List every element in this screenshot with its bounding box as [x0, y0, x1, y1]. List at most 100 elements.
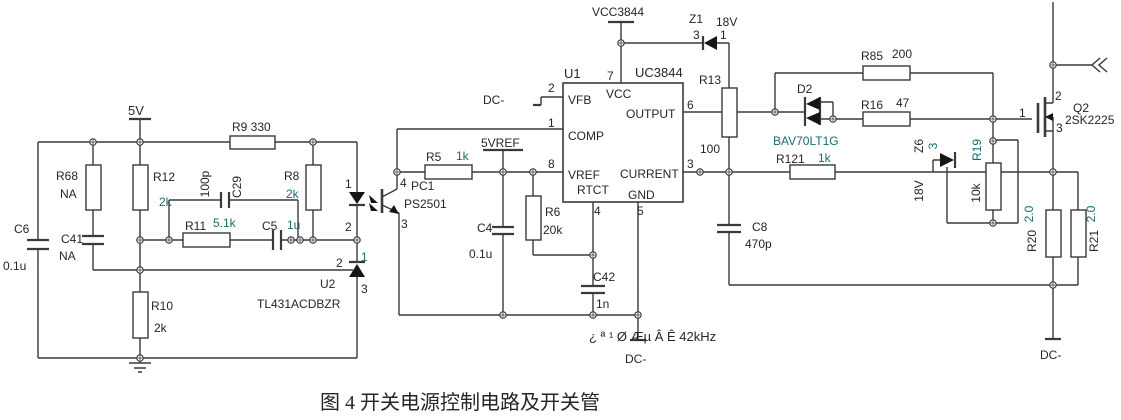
label-c42: C42 — [593, 270, 615, 284]
label-pc1: PC1 — [411, 179, 435, 193]
label-d2v: BAV70LT1G — [773, 134, 839, 148]
label-c41: C41 — [61, 232, 83, 246]
resistor-r20-body — [1045, 209, 1062, 258]
junction-dot — [1049, 281, 1057, 289]
opto-led-icon — [349, 192, 365, 204]
resistor-r68-body — [85, 164, 102, 211]
label-pc1_p3: 3 — [401, 217, 408, 231]
label-pin1: 1 — [548, 116, 555, 130]
resistor-r9-body — [229, 135, 276, 150]
label-r121: R121 — [776, 152, 805, 166]
label-c5v: 1u — [287, 218, 300, 232]
label-d2: D2 — [797, 82, 813, 96]
label-u2_p3: 3 — [361, 282, 368, 296]
label-u2v: TL431ACDBZR — [257, 297, 341, 311]
label-r8v: 2k — [286, 187, 300, 201]
label-z1v: 18V — [716, 15, 737, 29]
label-c41v: NA — [59, 249, 76, 263]
label-led_p1: 1 — [345, 177, 352, 191]
label-r13: R13 — [699, 73, 721, 87]
label-r16: R16 — [861, 98, 883, 112]
d2-diode-b-icon — [806, 112, 820, 125]
label-vcc: VCC — [606, 87, 632, 101]
junction-dot — [499, 168, 507, 176]
tl431-diode-icon — [349, 264, 365, 277]
label-pin3: 3 — [687, 157, 694, 171]
junction-dot — [989, 115, 997, 123]
label-q2_p2: 2 — [1055, 89, 1062, 103]
label-vfb: VFB — [568, 93, 591, 107]
label-r21: R21 — [1087, 230, 1101, 252]
label-q2: Q2 — [1073, 101, 1089, 115]
label-r20: R20 — [1025, 230, 1039, 252]
junction-dot — [696, 168, 704, 176]
label-q2v: 2SK2225 — [1065, 113, 1115, 127]
capacitor-plates — [27, 36, 957, 295]
resistor-r19-body — [985, 162, 1002, 211]
label-pc1_p4: 4 — [400, 176, 407, 190]
label-c6v: 0.1u — [3, 259, 26, 273]
label-r10v: 2k — [154, 321, 168, 335]
junction-dot — [136, 266, 144, 274]
diode-shapes — [349, 36, 1053, 277]
label-r11v: 5.1k — [213, 216, 237, 230]
junction-dot — [309, 138, 317, 146]
label-q2_p3: 3 — [1056, 121, 1063, 135]
component-bodies — [85, 65, 1087, 339]
junction-dot — [136, 236, 144, 244]
label-c8v: 470p — [745, 237, 772, 251]
label-dc1: DC- — [483, 93, 504, 107]
label-z1: Z1 — [689, 12, 703, 26]
label-fiveV: 5V — [128, 103, 144, 118]
label-r121v: 1k — [818, 151, 832, 165]
pc1-emitter-arrow-icon — [389, 205, 399, 214]
label-r12: R12 — [153, 170, 175, 184]
resistor-r6-body — [525, 195, 542, 241]
opto-arrow-icon — [369, 195, 378, 203]
label-c8: C8 — [752, 220, 768, 234]
label-c4v: 0.1u — [469, 247, 492, 261]
label-pin7: 7 — [607, 69, 614, 83]
junction-dot — [529, 168, 537, 176]
label-vref5: 5VREF — [481, 136, 520, 150]
label-r6: R6 — [545, 205, 561, 219]
label-r13v: 100 — [700, 142, 720, 156]
junction-dot — [499, 311, 507, 319]
label-pc1v: PS2501 — [404, 197, 447, 211]
ic-u1-box — [562, 82, 684, 203]
label-r5: R5 — [426, 150, 442, 164]
label-z6: Z6 — [912, 139, 926, 153]
label-r19v: 10k — [969, 182, 983, 202]
junction-dot — [89, 138, 97, 146]
label-c42v: 1n — [596, 297, 609, 311]
label-z1_p3: 3 — [693, 28, 700, 42]
resistor-r21-body — [1070, 209, 1087, 258]
label-u2_p1: 1 — [361, 250, 368, 264]
d2-diode-a-icon — [806, 97, 820, 110]
label-c29v: 100p — [198, 170, 212, 197]
label-dc2: DC- — [625, 352, 646, 366]
junction-layer — [89, 39, 1057, 362]
label-r11: R11 — [185, 219, 206, 233]
label-q2_p1: 1 — [1019, 106, 1026, 120]
junction-dot — [309, 236, 317, 244]
label-r12v: 2k — [159, 195, 173, 209]
label-r16v: 47 — [896, 96, 910, 110]
junction-dot — [771, 108, 779, 116]
label-rtct: RTCT — [577, 183, 609, 197]
zener-z6-icon — [940, 153, 954, 167]
label-pin4: 4 — [594, 204, 601, 218]
junction-dot — [296, 236, 304, 244]
label-r85v: 200 — [892, 47, 912, 61]
junction-dot — [287, 236, 295, 244]
label-r85: R85 — [861, 49, 883, 63]
label-r8: R8 — [284, 169, 300, 183]
label-pin6: 6 — [687, 98, 694, 112]
junction-dot — [634, 311, 642, 319]
junction-dot — [136, 354, 144, 362]
resistor-r16-body — [862, 111, 911, 127]
label-r68v: NA — [60, 187, 77, 201]
label-c29: C29 — [230, 176, 244, 198]
